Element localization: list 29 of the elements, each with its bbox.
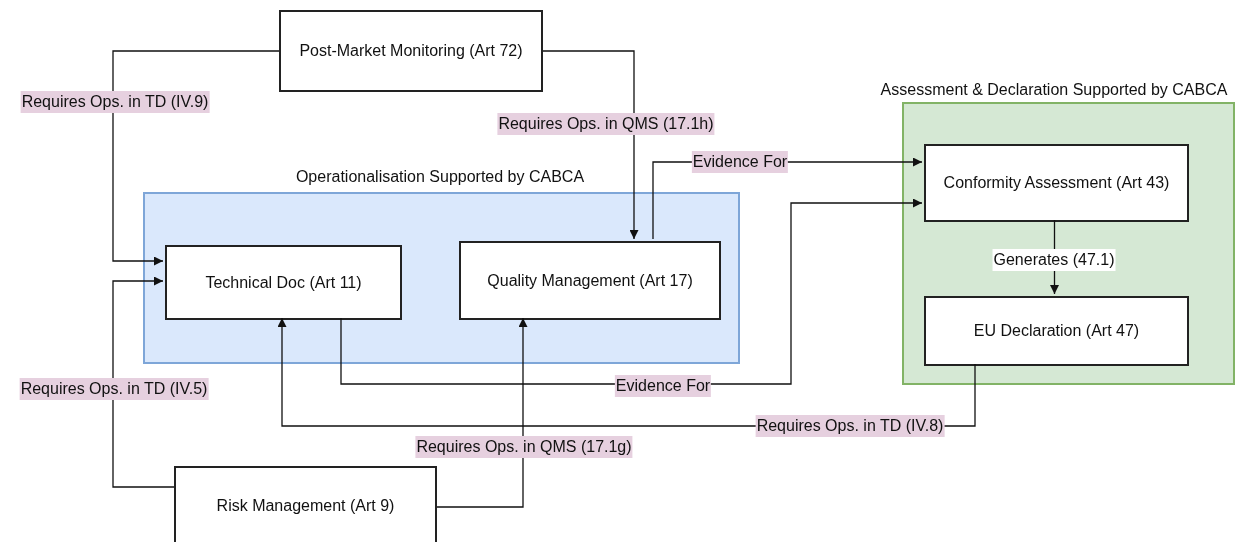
edge-label: Evidence For	[691, 151, 789, 173]
group-title: Operationalisation Supported by CABCA	[295, 168, 585, 186]
box-label: Conformity Assessment (Art 43)	[943, 174, 1170, 192]
group-panel	[143, 192, 740, 364]
process-box	[924, 144, 1189, 222]
connector-arrow	[340, 198, 923, 385]
process-box	[165, 245, 402, 320]
process-box	[459, 241, 721, 320]
connector-arrow	[112, 50, 280, 266]
edge-label: Requires Ops. in TD (IV.9)	[20, 91, 210, 113]
process-box	[174, 466, 437, 542]
edge-label: Requires Ops. in QMS (17.1g)	[415, 436, 633, 458]
edge-label: Requires Ops. in TD (IV.8)	[755, 415, 945, 437]
process-box	[279, 10, 543, 92]
connector-arrow	[112, 276, 175, 488]
group-title: Assessment & Declaration Supported by CABCA	[880, 81, 1228, 99]
connector-arrow	[542, 50, 639, 240]
edge-label: Requires Ops. in QMS (17.1h)	[497, 113, 715, 135]
edge-label: Generates (47.1)	[992, 249, 1116, 271]
box-label: Risk Management (Art 9)	[216, 497, 395, 515]
connector-arrow	[436, 317, 528, 508]
process-box	[924, 296, 1189, 366]
box-label: EU Declaration (Art 47)	[973, 322, 1140, 340]
edge-label: Evidence For	[614, 375, 712, 397]
box-label: Post-Market Monitoring (Art 72)	[299, 42, 523, 60]
box-label: Technical Doc (Art 11)	[205, 273, 362, 292]
edge-label: Requires Ops. in TD (IV.5)	[19, 378, 209, 400]
group-panel	[902, 102, 1235, 385]
box-label: Quality Management (Art 17)	[487, 271, 693, 290]
